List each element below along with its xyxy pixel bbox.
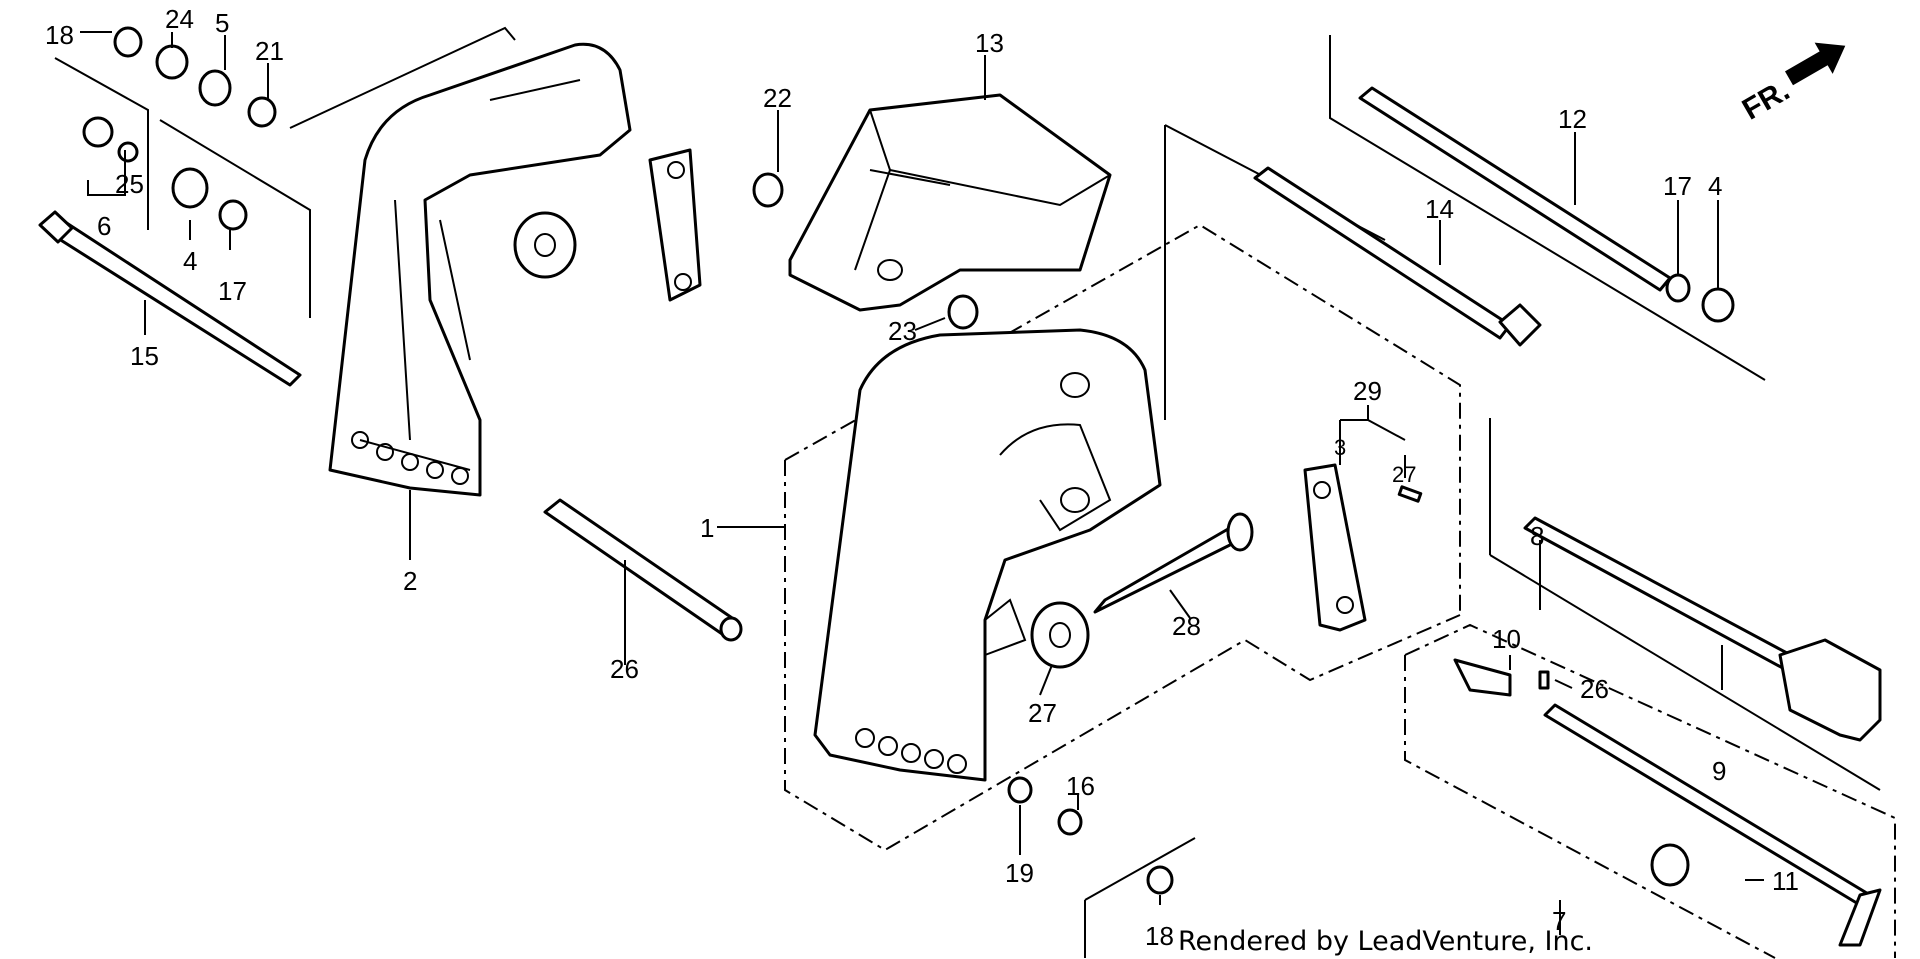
callout-18: 18 [45, 20, 74, 50]
plate-part [788, 93, 1112, 312]
callout-10: 10 [1492, 624, 1521, 654]
callout-labels: 18 24 5 21 25 6 4 17 15 2 13 22 23 1 26 … [45, 4, 1799, 951]
callout-25: 26 [1580, 674, 1609, 704]
callout-20: 21 [255, 36, 284, 66]
callout-9: 9 [1712, 756, 1726, 786]
callout-23: 25 [115, 169, 144, 199]
rod-8-part [1523, 516, 1882, 742]
washer-27-part [1030, 601, 1090, 669]
callout-29: 29 [1353, 376, 1382, 406]
callout-2: 2 [403, 566, 417, 596]
callout-7: 7 [1552, 906, 1566, 936]
callout-18: 18 [1145, 921, 1174, 951]
front-direction-arrow: FR. [1737, 42, 1846, 127]
callout-13: 13 [975, 28, 1004, 58]
callout-15: 15 [130, 341, 159, 371]
callout-21: 23 [888, 316, 917, 346]
callout-28: 28 [1172, 611, 1201, 641]
callout-22: 24 [165, 4, 194, 34]
link-part [1303, 463, 1367, 632]
credit-text: Rendered by LeadVenture, Inc. [1178, 926, 1593, 957]
stern-bracket-part [813, 328, 1162, 782]
callout-26: 27 [1392, 462, 1416, 487]
bolt-14-part [1253, 166, 1542, 347]
callout-21: 22 [763, 83, 792, 113]
pin-part [543, 498, 743, 642]
callout-11: 11 [1772, 866, 1799, 896]
callout-6: 6 [97, 211, 111, 241]
callout-19: 19 [1005, 858, 1034, 888]
leader-lines [80, 31, 1764, 935]
callout-4: 4 [183, 246, 197, 276]
swivel-bracket-part [328, 42, 702, 497]
callout-17: 17 [218, 276, 247, 306]
callout-1: 1 [700, 513, 714, 543]
callout-27: 27 [1028, 698, 1057, 728]
callout-17: 17 [1663, 171, 1692, 201]
callout-5: 5 [215, 8, 229, 38]
callout-14: 14 [1425, 194, 1454, 224]
callout-8: 8 [1530, 521, 1544, 551]
callout-12: 12 [1558, 104, 1587, 134]
callout-3: 3 [1334, 435, 1346, 460]
callout-24: 26 [610, 654, 639, 684]
callout-4: 4 [1708, 171, 1722, 201]
front-direction-label: FR. [1737, 74, 1795, 127]
lever-rod-part [1543, 703, 1882, 947]
small-hardware [82, 26, 1735, 895]
threaded-rod-part [1093, 512, 1254, 614]
long-bolt-part [38, 210, 302, 387]
callout-16: 16 [1066, 771, 1095, 801]
